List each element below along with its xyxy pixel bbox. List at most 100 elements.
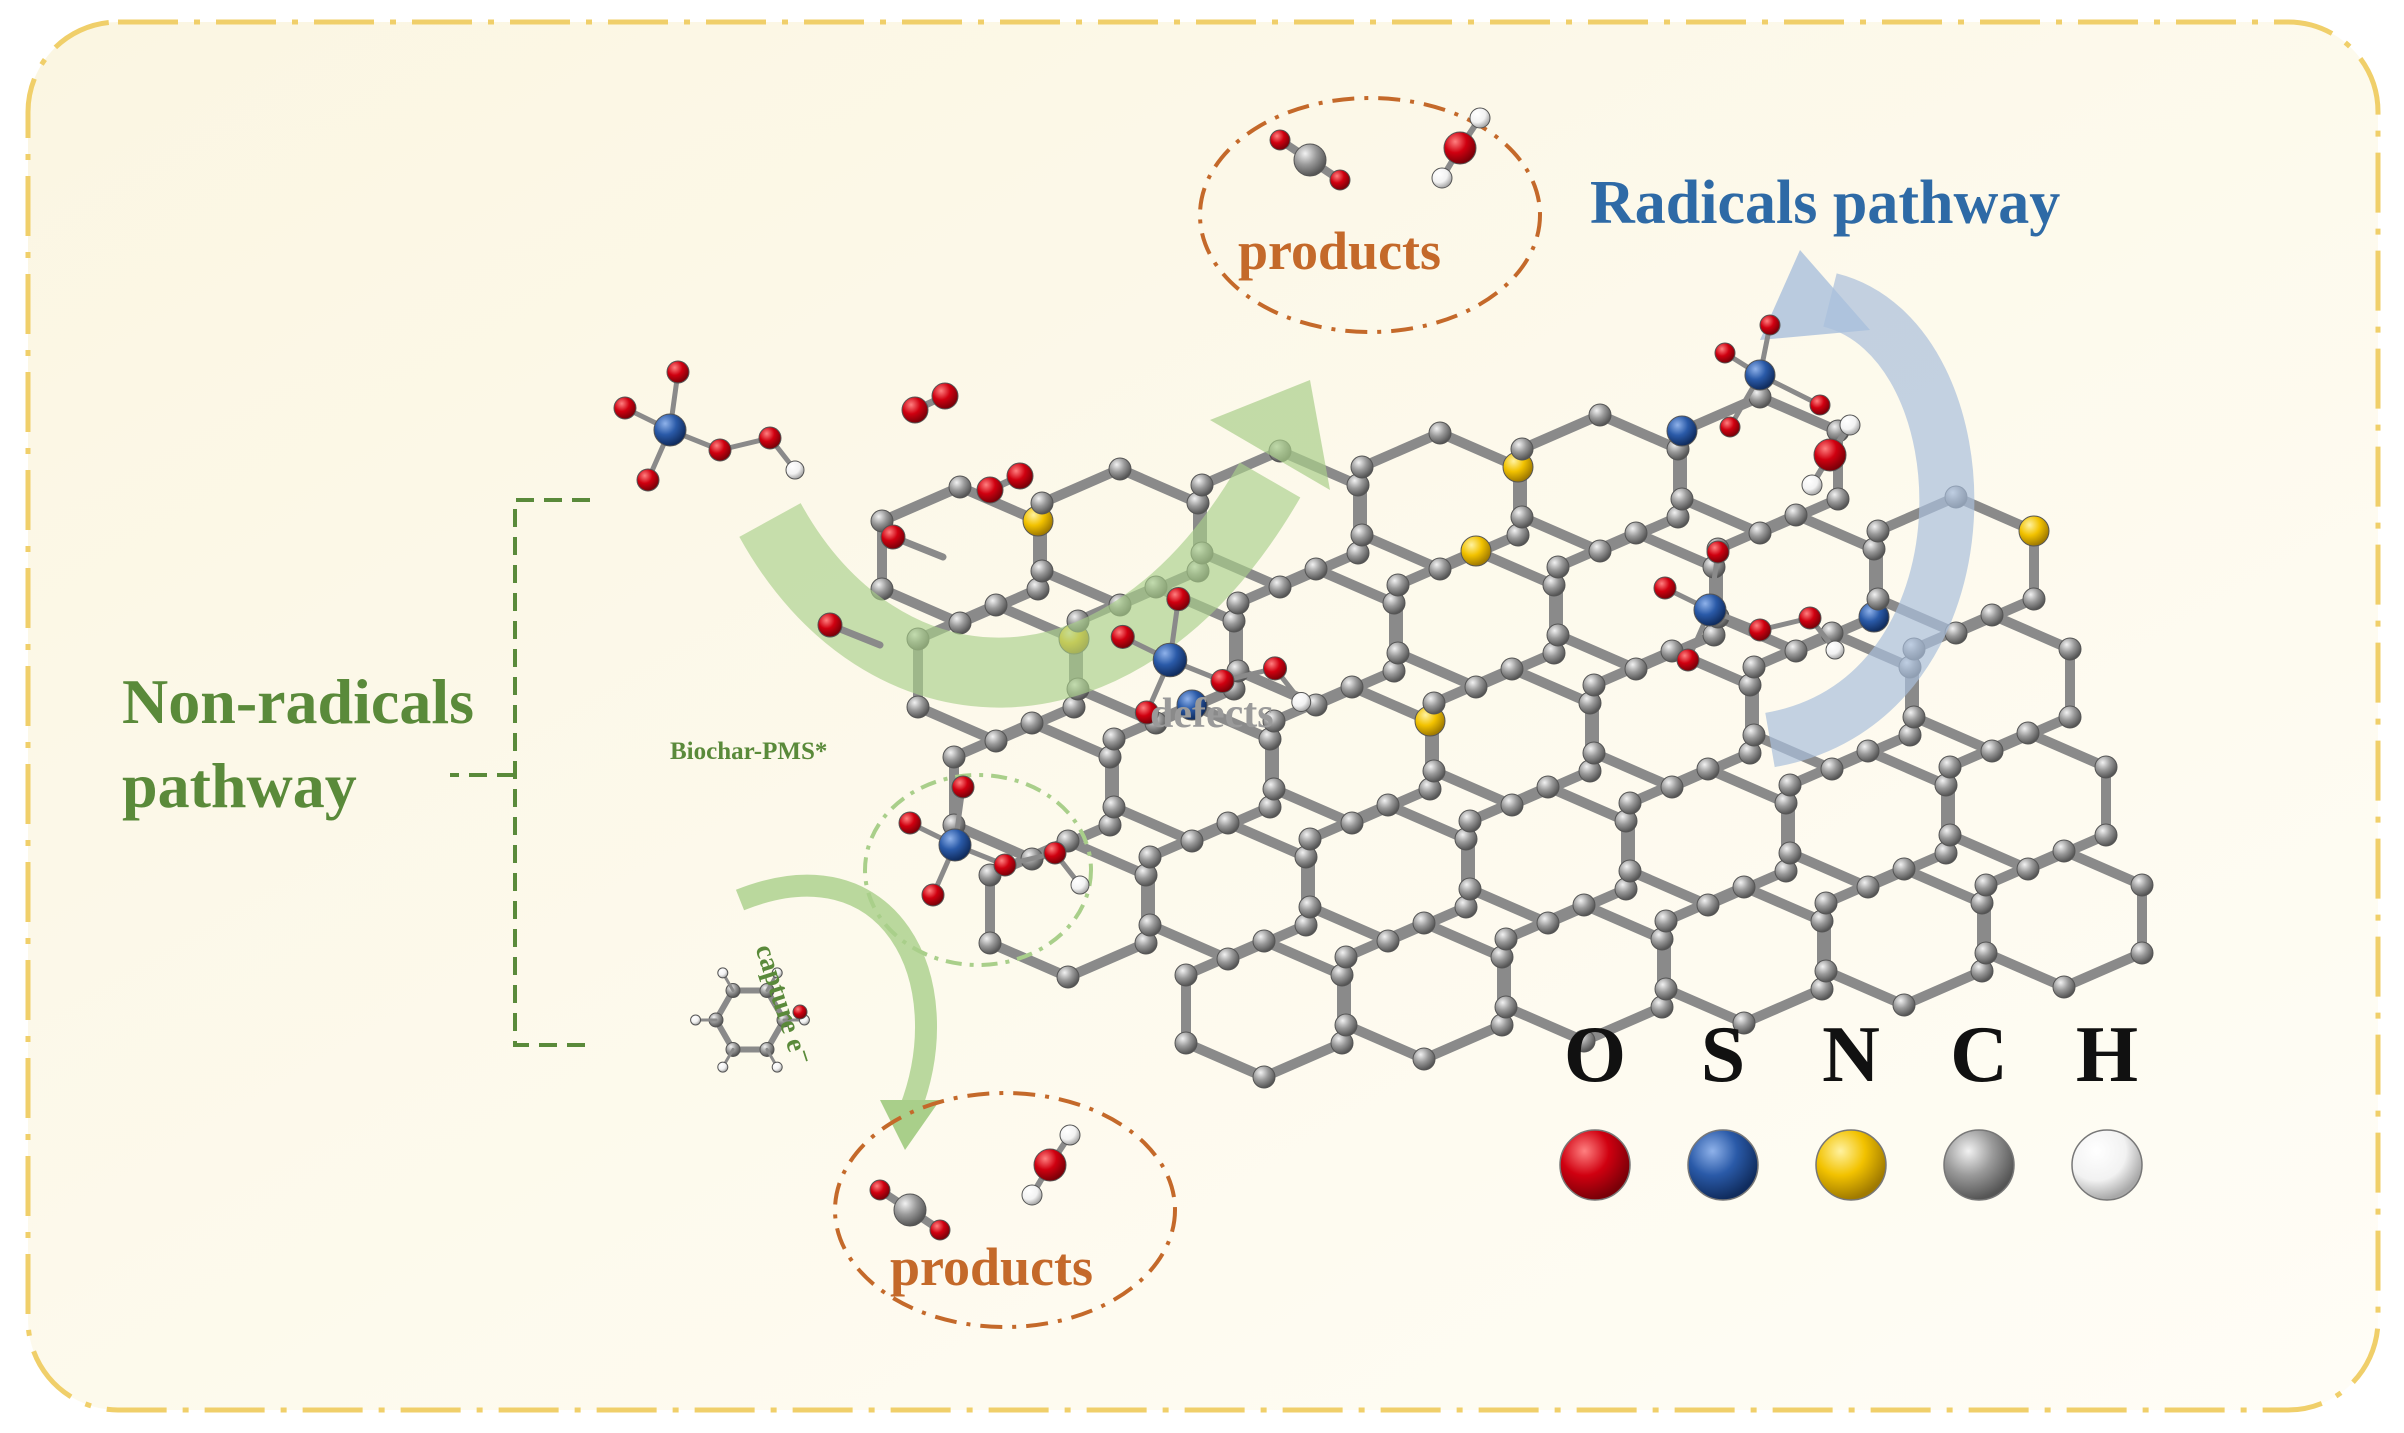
atom-C [2094,755,2118,779]
atom-C [1902,705,1926,729]
nonradicals-bracket [450,498,590,1047]
bond [1181,1038,1269,1082]
atom-C [1536,775,1560,799]
atom-C [2016,857,2040,881]
atom-C [1654,977,1678,1001]
bond [1341,1020,1429,1064]
atom-O [929,1219,951,1241]
atom-O [921,883,945,907]
atom-C [1030,491,1054,515]
atom-H [1801,474,1823,496]
bond [1269,784,1357,828]
atom-C [1510,505,1534,529]
atom-O [708,438,732,462]
atom-C [1892,857,1916,881]
bond [1899,864,1987,908]
atom-C [1108,457,1132,481]
atom-C [1422,691,1446,715]
atom-C [1376,793,1400,817]
nonradicals-arrowhead [1210,380,1330,490]
atom-C [1174,1031,1198,1055]
bond [1791,510,1879,554]
bond [1259,936,1347,980]
atom-C [1856,739,1880,763]
bond [1631,528,1719,572]
atom-C [1546,555,1570,579]
atom-H [1291,692,1312,712]
atom-C [1102,795,1126,819]
nonradicals-label-line1: Non-radicals [122,666,474,737]
bond [1945,830,2033,874]
atom-C [1252,1065,1276,1089]
bond [1419,1020,1507,1064]
atom-C [1748,521,1772,545]
atom-O [1110,624,1135,649]
bond [1383,800,1471,844]
atom-C [1412,1047,1436,1071]
atom-H [771,1061,783,1073]
bond [1661,984,1749,1028]
legend-symbol-H: H [2075,1011,2139,1099]
atom-C [1428,421,1452,445]
atom-H [1839,414,1861,436]
bond [1589,748,1677,792]
products-bottom-label: products [890,1237,1094,1297]
atom-C [1180,829,1204,853]
legend-sphere-N [1815,1129,1887,1201]
bond [1739,984,1827,1028]
legend-sphere-O [1559,1129,1631,1201]
atom-C [1262,709,1286,733]
bond [1357,428,1445,472]
bond [877,584,965,628]
atom-O [636,468,660,492]
bond [1677,494,1765,538]
radicals-arrow [1764,273,1975,768]
atom-C [2058,705,2082,729]
atom-O [1210,668,1235,694]
atom-O [1262,656,1288,681]
atom-H [1021,1184,1043,1206]
atom-O [1006,462,1034,490]
atom-C [2058,637,2082,661]
atom-O [1033,1148,1067,1182]
bond [2059,846,2147,890]
atom-C [948,475,972,499]
atom-O [1269,129,1291,151]
atom-C [1618,859,1642,883]
atom-O [613,396,637,420]
atom-H [1059,1124,1081,1146]
atom-C [2130,873,2154,897]
atom-C [1866,519,1890,543]
atom-H [1070,875,1090,895]
bond [1357,530,1445,574]
bond [1507,664,1595,708]
atom-S [1666,415,1698,447]
atom-O [1653,576,1677,600]
atom-C [1226,591,1250,615]
legend-sphere-C [1943,1129,2015,1201]
atom-O [898,811,922,835]
bond [1037,566,1125,610]
biochar-pms-circle [863,773,1093,967]
bond [1115,464,1203,508]
atom-C [1938,755,1962,779]
atom-C [1340,811,1364,835]
atom-C [942,745,966,769]
nonradicals-arrow [739,462,1301,708]
atom-O [1714,342,1736,364]
bond [1419,918,1507,962]
products-top-circle [1198,96,1542,334]
atom-H [771,967,783,979]
atom-C [1458,877,1482,901]
atom-C [1572,1029,1596,1053]
legend-sphere-S [1687,1129,1759,1201]
legend-sphere-H [2071,1129,2143,1201]
atom-O [951,775,975,799]
atom-C [1582,673,1606,697]
atom-H [717,1061,729,1073]
atom-C [1980,739,2004,763]
atom-O [1676,648,1700,672]
atom-C [1510,437,1534,461]
atom-C [1784,503,1808,527]
atom-O [931,382,959,410]
